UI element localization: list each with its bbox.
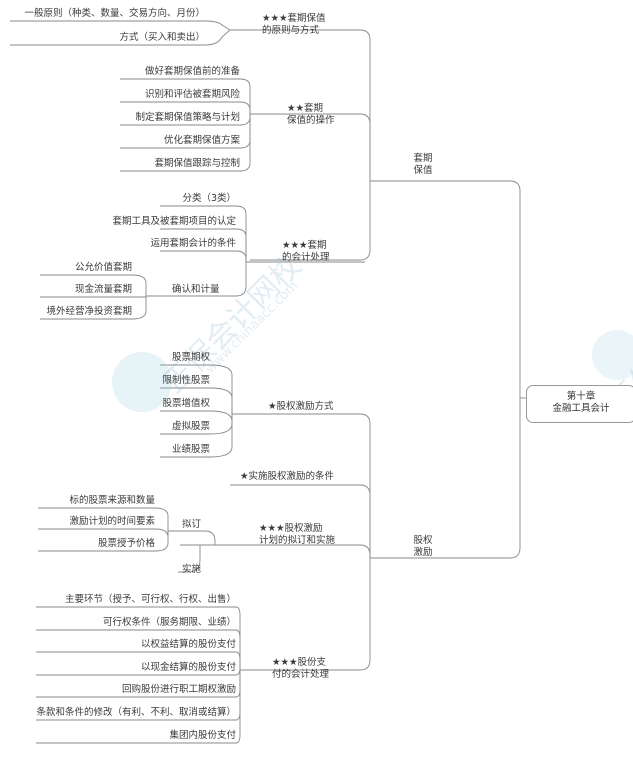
leaf-curve-method-2 — [209, 410, 240, 422]
leaf-curve-recognition-2 — [131, 295, 160, 320]
leaf-curve-draft-1 — [154, 528, 180, 538]
leaf-method-1[interactable]: 限制性股票 — [162, 375, 210, 386]
leaf-method-2[interactable]: 股票增值权 — [162, 398, 210, 409]
leaf-curve-operation-1 — [239, 101, 255, 115]
node-equity-plan[interactable]: ★★★股权激励计划的拟订和实施 — [259, 523, 336, 546]
link-equity-conditions — [230, 484, 371, 558]
node-recognition-measurement[interactable]: 确认和计量 — [172, 284, 220, 295]
leaf-accounting-1[interactable]: 套期工具及被套期项目的认定 — [112, 216, 236, 227]
leaf-recognition-0[interactable]: 公允价值套期 — [74, 262, 132, 273]
leaf-draft-0[interactable]: 标的股票来源和数量 — [69, 495, 155, 506]
leaf-method-4[interactable]: 业绩股票 — [171, 444, 210, 455]
link-plan-implement — [178, 545, 201, 573]
leaf-operation-1[interactable]: 识别和评估被套期风险 — [144, 89, 240, 100]
root-node[interactable] — [526, 385, 633, 423]
leaf-curve-payment-2 — [235, 651, 241, 670]
leaf-curve-method-4 — [209, 413, 240, 458]
link-equity-plan — [230, 544, 371, 558]
link-root-equity — [370, 398, 521, 559]
node-hedge-operations[interactable]: ★★套期保值的操作 — [287, 103, 335, 126]
leaf-curve-draft-2 — [154, 530, 180, 552]
leaf-curve-accounting-2 — [235, 250, 250, 263]
leaf-payment-0[interactable]: 主要环节（授予、可行权、行权、出售） — [64, 594, 236, 605]
link-hedge-accounting — [250, 181, 371, 261]
leaf-operation-0[interactable]: 做好套期保值前的准备 — [144, 66, 240, 77]
leaf-curve-method-0 — [209, 364, 240, 415]
leaf-method-3[interactable]: 虚拟股票 — [171, 421, 210, 432]
node-hedge-principles[interactable]: ★★★套期保值的原则与方式 — [262, 13, 326, 36]
link-accounting-recognition — [160, 262, 247, 297]
leaf-curve-principle-0 — [204, 20, 231, 31]
leaf-operation-3[interactable]: 优化套期保值方案 — [163, 135, 240, 146]
leaf-curve-operation-4 — [239, 113, 255, 172]
leaf-curve-method-3 — [209, 413, 240, 435]
leaf-payment-6[interactable]: 集团内股份支付 — [169, 730, 236, 741]
link-hedge-principles — [230, 29, 371, 181]
node-equity-conditions[interactable]: ★实施股权激励的条件 — [240, 471, 335, 482]
node-equity-methods[interactable]: ★股权激励方式 — [268, 401, 334, 412]
link-hedge-operations — [255, 113, 371, 181]
link-root-hedge — [370, 180, 521, 398]
link-equity-payment — [240, 558, 371, 671]
leaf-accounting-2[interactable]: 运用套期会计的条件 — [150, 238, 236, 249]
branch-equity-label[interactable]: 股权激励 — [413, 535, 433, 558]
leaf-curve-payment-0 — [235, 606, 241, 670]
node-equity-payment[interactable]: ★★★股份支付的会计处理 — [272, 657, 330, 680]
node-hedge-accounting[interactable]: ★★★套期的会计处理 — [282, 240, 330, 263]
leaf-payment-5[interactable]: 条款和条件的修改（有利、不利、取消或结算） — [36, 707, 236, 718]
leaf-curve-payment-1 — [235, 629, 241, 670]
leaf-payment-1[interactable]: 可行权条件（服务期限、业绩） — [102, 617, 236, 628]
leaf-operation-2[interactable]: 制定套期保值策略与计划 — [135, 112, 240, 123]
leaf-accounting-0[interactable]: 分类（3类） — [182, 193, 236, 204]
leaf-curve-operation-0 — [239, 78, 255, 115]
watermark-logo-icon — [112, 352, 172, 412]
watermark-logo-icon-right — [592, 330, 633, 380]
leaf-curve-recognition-0 — [131, 274, 160, 297]
leaf-curve-payment-3 — [235, 666, 241, 676]
leaf-curve-draft-0 — [154, 507, 180, 532]
leaf-recognition-2[interactable]: 境外经营净投资套期 — [46, 306, 132, 317]
leaf-payment-3[interactable]: 以现金结算的股份支付 — [140, 662, 236, 673]
leaf-curve-accounting-0 — [235, 205, 250, 263]
leaf-curve-accounting-1 — [235, 228, 250, 263]
leaf-draft-2[interactable]: 股票授予价格 — [97, 538, 155, 549]
node-plan-draft[interactable]: 拟订 — [182, 519, 202, 530]
link-equity-methods — [240, 413, 371, 558]
branch-hedge-label[interactable]: 套期保值 — [413, 153, 433, 176]
root-label: 第十章金融工具会计 — [552, 391, 610, 414]
link-draft-join — [180, 530, 216, 545]
leaf-curve-principle-1 — [204, 29, 231, 46]
leaf-operation-4[interactable]: 套期保值跟踪与控制 — [154, 158, 240, 169]
leaf-curve-method-1 — [209, 387, 240, 415]
leaf-payment-4[interactable]: 回购股份进行职工期权激励 — [121, 684, 236, 695]
node-plan-implement[interactable]: 实施 — [182, 564, 202, 575]
leaf-method-0[interactable]: 股票期权 — [171, 352, 210, 363]
leaf-draft-1[interactable]: 激励计划的时间要素 — [69, 516, 155, 527]
leaf-curve-payment-6 — [235, 670, 241, 744]
leaf-principle-1[interactable]: 方式（买入和卖出） — [119, 32, 205, 43]
leaf-principle-0[interactable]: 一般原则（种类、数量、交易方向、月份） — [24, 8, 205, 19]
leaf-curve-operation-2 — [239, 113, 255, 126]
leaf-curve-operation-3 — [239, 113, 255, 149]
leaf-payment-2[interactable]: 以权益结算的股份支付 — [140, 639, 236, 650]
leaf-recognition-1[interactable]: 现金流量套期 — [74, 284, 132, 295]
